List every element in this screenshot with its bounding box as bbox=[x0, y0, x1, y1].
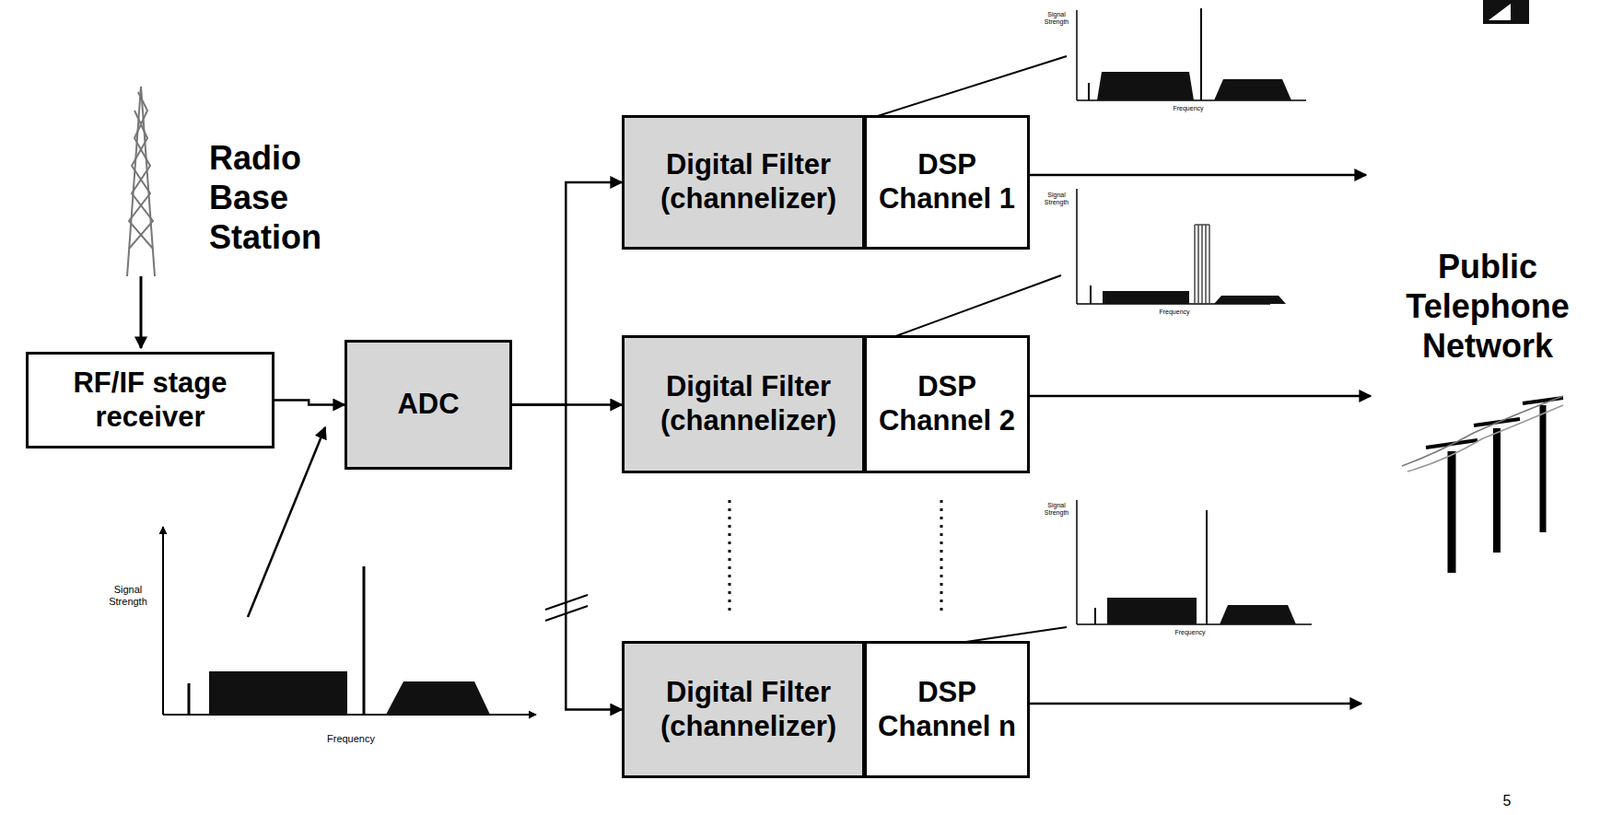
axis-label: Signal Strength bbox=[95, 583, 161, 608]
box-text: Digital Filter (channelizer) bbox=[624, 676, 873, 744]
axis-label: Frequency bbox=[1146, 308, 1203, 316]
filter-box: Digital Filter (channelizer) bbox=[621, 641, 876, 779]
axis-label: Frequency bbox=[1162, 629, 1218, 637]
adc-box: ADC bbox=[344, 339, 513, 470]
corner-mark bbox=[1483, 0, 1530, 24]
station-label: Radio Base Station bbox=[209, 138, 375, 258]
filter-box: Digital Filter (channelizer) bbox=[621, 335, 876, 474]
dsp-box: DSP Channel 2 bbox=[862, 335, 1030, 474]
box-text: Digital Filter (channelizer) bbox=[624, 370, 873, 438]
signal-connector bbox=[512, 182, 622, 406]
box-text: ADC bbox=[397, 387, 459, 422]
box-text: RF/IF stage receiver bbox=[28, 366, 272, 434]
filter-box: Digital Filter (channelizer) bbox=[621, 115, 876, 250]
dsp-box: DSP Channel 1 bbox=[862, 115, 1030, 250]
output-arrow bbox=[1020, 395, 1371, 398]
spectrum-plot bbox=[1076, 8, 1307, 101]
telephone-poles bbox=[1401, 396, 1564, 573]
network-label: Public Telephone Network bbox=[1386, 246, 1589, 367]
signal-connector bbox=[512, 405, 622, 711]
spectrum-plot bbox=[1076, 188, 1286, 304]
box-text: DSP Channel n bbox=[866, 676, 1028, 744]
axis-label: Frequency bbox=[1160, 105, 1216, 113]
spectrum-plot bbox=[163, 526, 537, 715]
spectrum-plot bbox=[1076, 500, 1312, 625]
dotted-continuation bbox=[728, 500, 732, 613]
axis-label: Signal Strength bbox=[1039, 11, 1075, 27]
signal-connector bbox=[274, 400, 345, 406]
output-arrow bbox=[1020, 702, 1362, 706]
axis-label: Frequency bbox=[309, 733, 393, 746]
box-text: DSP Channel 1 bbox=[866, 148, 1028, 216]
antenna-tower bbox=[127, 86, 155, 277]
box-text: Digital Filter (channelizer) bbox=[624, 148, 873, 216]
dsp-box: DSP Channel n bbox=[862, 641, 1030, 779]
dotted-continuation bbox=[940, 500, 944, 613]
leader-arrow bbox=[247, 427, 326, 618]
box-text: DSP Channel 2 bbox=[866, 370, 1028, 438]
receiver-box: RF/IF stage receiver bbox=[25, 351, 275, 449]
axis-label: Signal Strength bbox=[1039, 502, 1075, 518]
axis-label: Signal Strength bbox=[1039, 191, 1075, 208]
antenna-feed bbox=[140, 276, 143, 349]
output-arrow bbox=[1020, 174, 1367, 177]
page-number: 5 bbox=[1497, 792, 1517, 810]
corner-mark bbox=[1488, 3, 1511, 21]
